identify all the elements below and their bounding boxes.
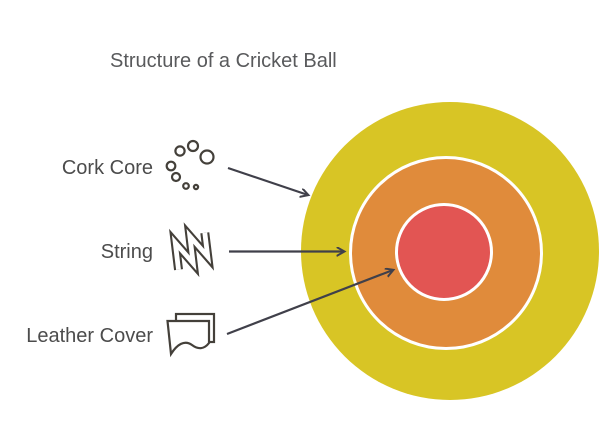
label-leather-cover: Leather Cover: [26, 325, 153, 347]
label-cork-core: Cork Core: [61, 157, 153, 179]
ball-inner-layer: [395, 203, 493, 301]
leather-sheet-icon: [166, 312, 216, 358]
diagram-title: Structure of a Cricket Ball: [110, 50, 337, 72]
arrow-cork-core: [227, 166, 308, 195]
label-string: String: [100, 241, 153, 263]
string-squiggle-icon: [169, 222, 215, 278]
cork-particles-icon: [165, 139, 215, 191]
